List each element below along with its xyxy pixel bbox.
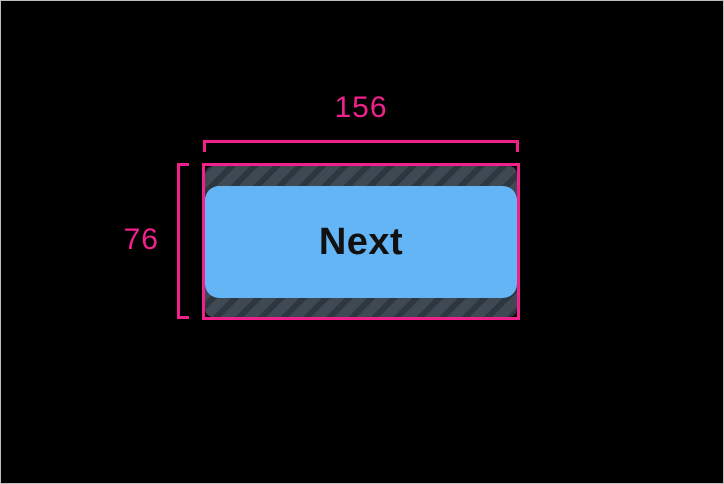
- height-dimension-label: 76: [123, 223, 159, 256]
- height-measure-bracket: [177, 163, 189, 319]
- width-measure-bracket: [203, 140, 519, 152]
- width-dimension-label: 156: [334, 91, 388, 124]
- touch-target-bounds: Next: [202, 163, 520, 320]
- next-button-label: Next: [318, 220, 404, 263]
- next-button[interactable]: Next: [205, 186, 517, 298]
